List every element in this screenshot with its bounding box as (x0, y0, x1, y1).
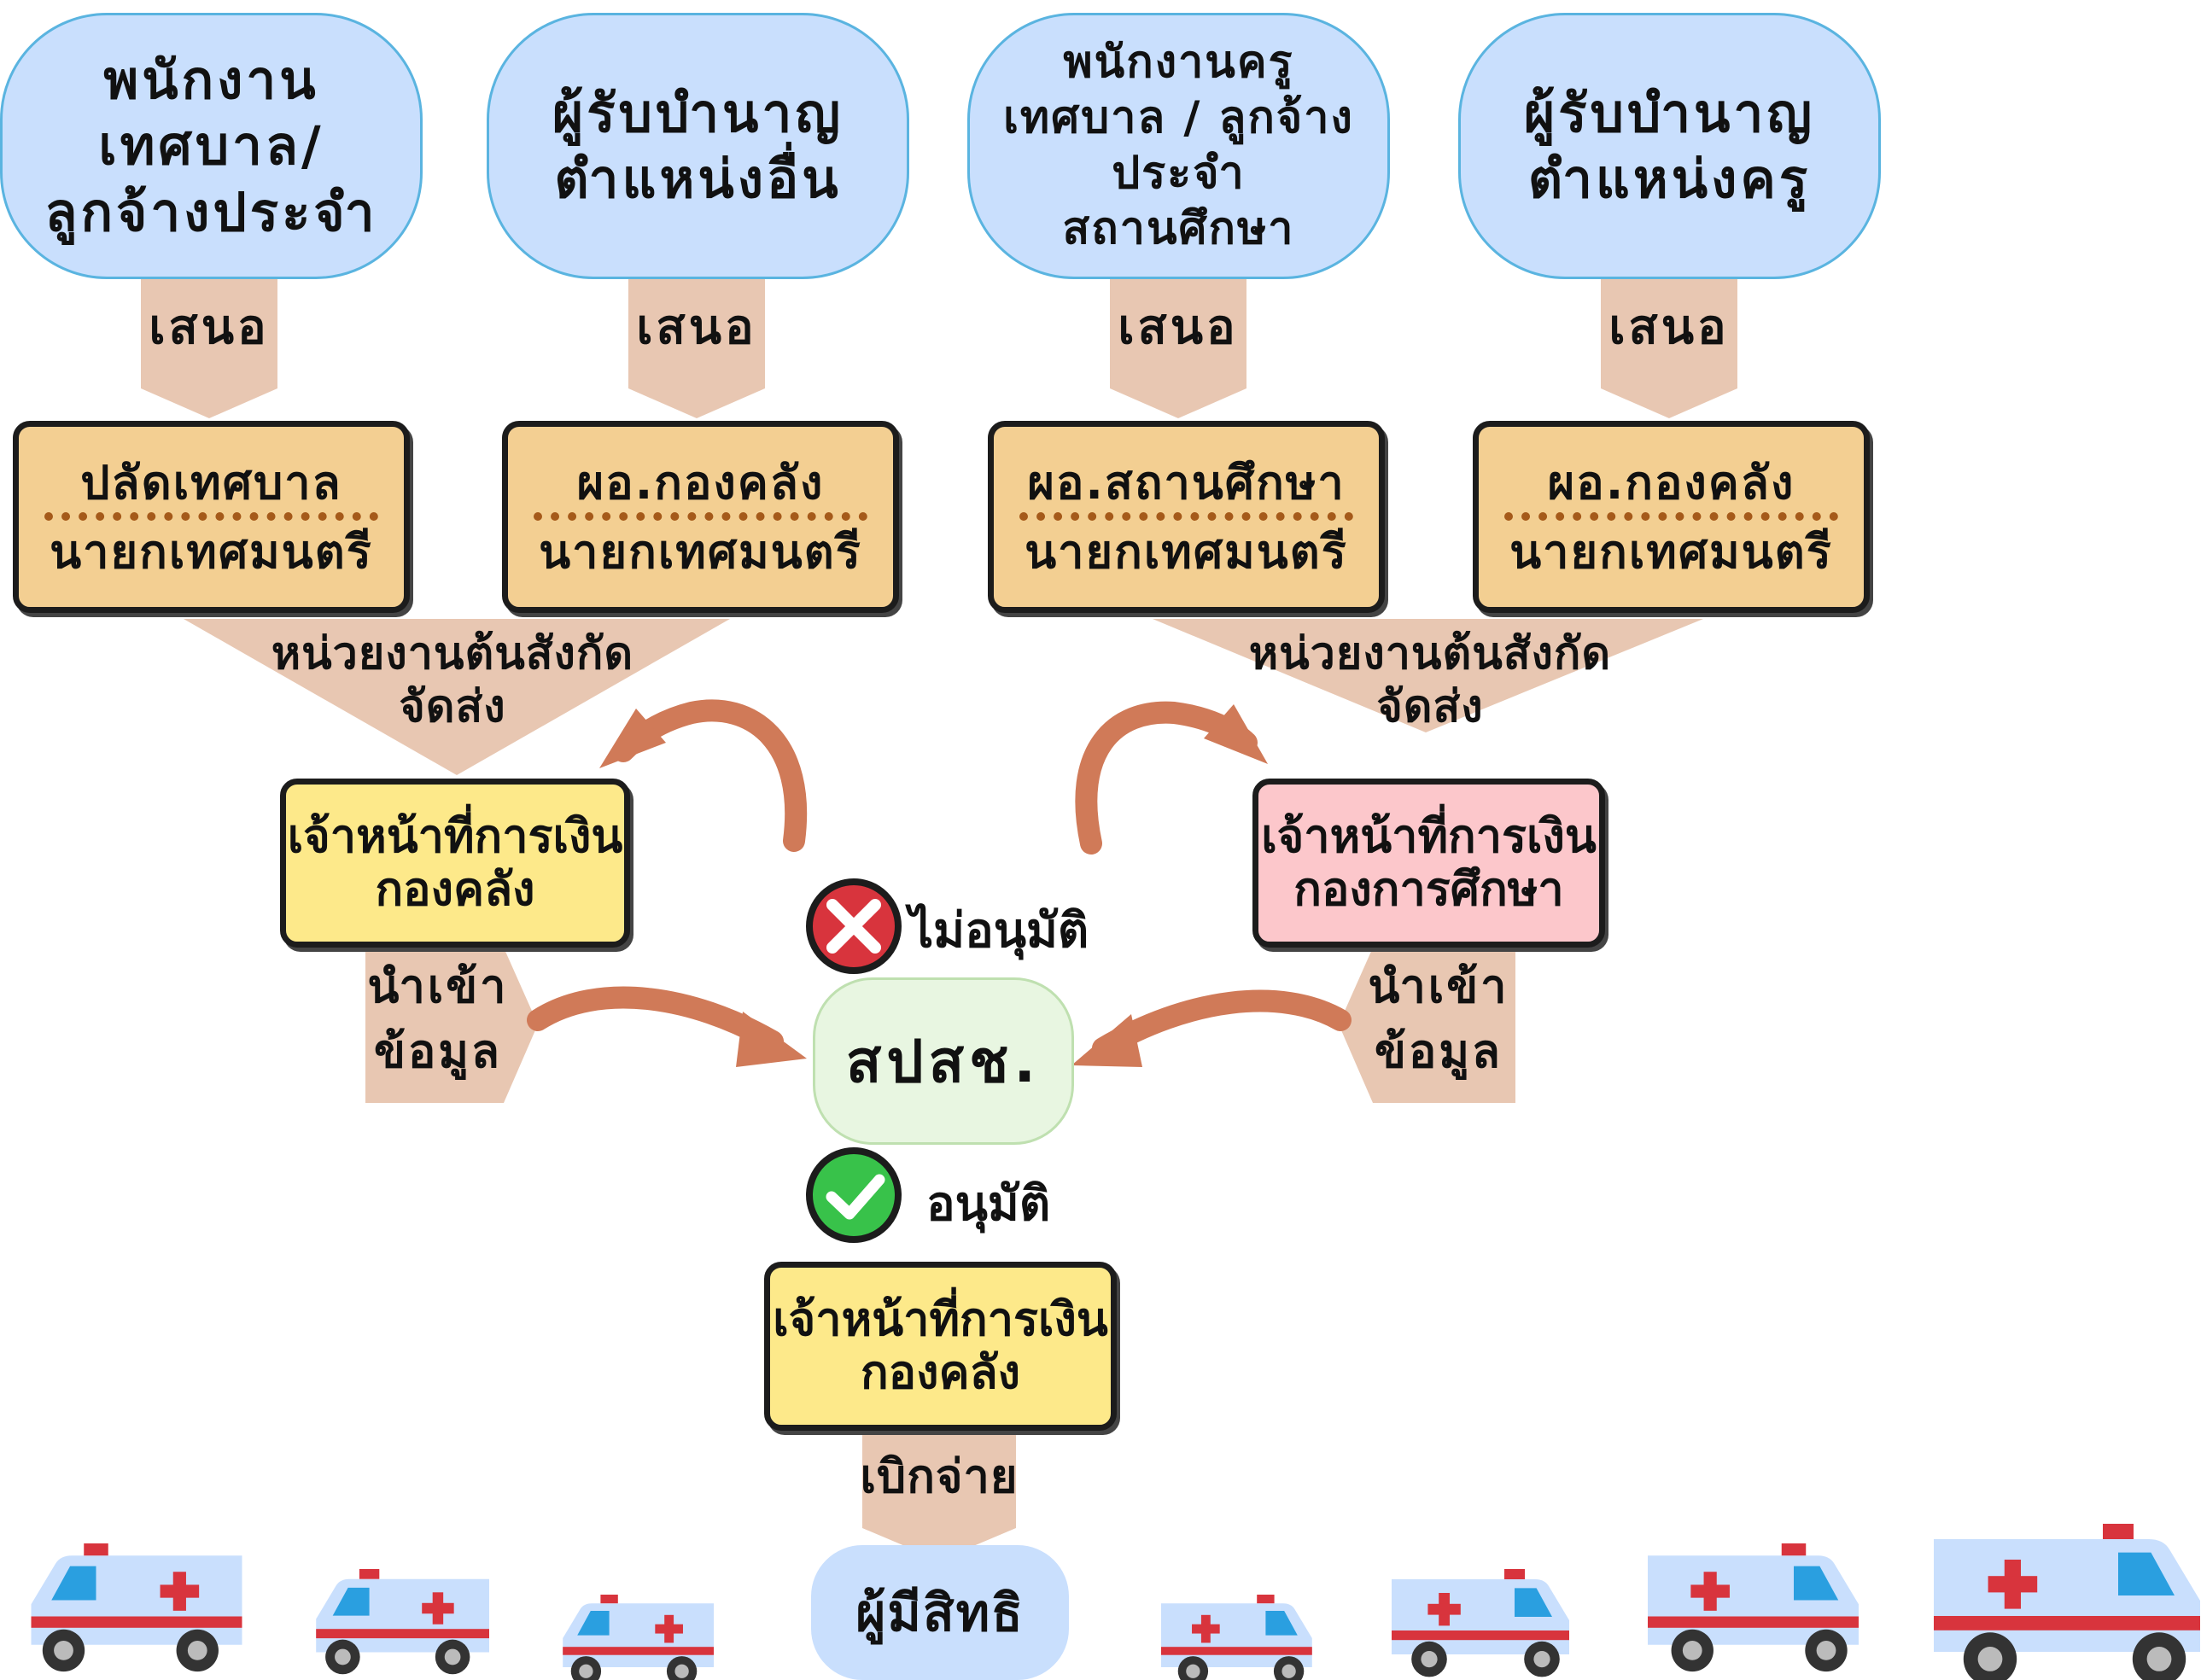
reject-arrowhead-right (1204, 704, 1268, 764)
reject-arrowhead-left (599, 709, 666, 768)
finance-officer-treasury: เจ้าหน้าที่การเงิน กองคลัง (280, 779, 630, 948)
input-arrowhead-right (1071, 1014, 1142, 1067)
approver-box-4: ผอ.กองคลัง นายกเทศมนตรี (1473, 421, 1870, 613)
ambulance-icon (31, 1543, 242, 1672)
approver-box-3: ผอ.สถานศึกษา นายกเทศมนตรี (988, 421, 1385, 613)
approved-label: อนุมัติ (926, 1176, 1051, 1232)
dotted-divider (1019, 512, 1353, 521)
approver-top: ผอ.กองคลัง (576, 456, 825, 510)
send-label-right: หน่วยงานต้นสังกัด จัดส่ง (1248, 628, 1612, 733)
ambulance-icon (1161, 1595, 1312, 1680)
approve-check-icon (806, 1147, 902, 1243)
input-label-right: นำเข้า ข้อมูล (1368, 960, 1509, 1078)
send-label-left: หน่วยงานต้นสังกัด จัดส่ง (271, 628, 634, 733)
dotted-divider (44, 512, 378, 521)
submit-label-4: เสนอ (1608, 300, 1730, 355)
approver-bottom: นายกเทศมนตรี (50, 525, 373, 579)
pay-label: เบิกจ่าย (860, 1450, 1019, 1503)
approver-bottom: นายกเทศมนตรี (539, 525, 862, 579)
reject-x-icon (806, 878, 902, 974)
dotted-divider (1504, 512, 1838, 521)
submit-label-2: เสนอ (636, 300, 757, 355)
finance-officer-education: เจ้าหน้าที่การเงิน กองการศึกษา (1252, 779, 1605, 948)
approver-top: ปลัดเทศบาล (80, 456, 342, 510)
send-funnel-right (1153, 619, 1703, 732)
submit-label-1: เสนอ (149, 300, 270, 355)
input-arrow-left (365, 948, 538, 1103)
input-label-left: นำเข้า ข้อมูล (367, 960, 509, 1078)
approver-box-2: ผอ.กองคลัง นายกเทศมนตรี (502, 421, 899, 613)
beneficiary-node: ผู้มีสิทธิ (811, 1545, 1069, 1680)
ambulance-icon (1648, 1543, 1859, 1672)
input-arrow-right (1339, 948, 1515, 1103)
dotted-divider (534, 512, 867, 521)
finance-officer-disbursement: เจ้าหน้าที่การเงิน กองคลัง (764, 1262, 1117, 1431)
approver-bottom: นายกเทศมนตรี (1509, 525, 1833, 579)
submit-arrow-2 (628, 277, 765, 418)
approver-top: ผอ.กองคลัง (1547, 456, 1795, 510)
submit-arrow-3 (1110, 277, 1246, 418)
source-other-pensioner: ผู้รับบำนาญ ตำแหน่งอื่น (487, 13, 909, 279)
source-teacher-staff: พนักงานครู เทศบาล / ลูกจ้างประจำ สถานศึก… (967, 13, 1390, 279)
nhso-node: สปสช. (813, 977, 1074, 1145)
input-curve-right (1092, 989, 1352, 1059)
pay-arrow (862, 1430, 1016, 1560)
rejected-label: ไม่อนุมัติ (909, 903, 1089, 959)
ambulance-icon (563, 1595, 714, 1680)
approver-bottom: นายกเทศมนตรี (1025, 525, 1348, 579)
ambulance-icon (1934, 1524, 2200, 1680)
submit-arrow-1 (141, 277, 277, 418)
ambulance-icon (316, 1569, 489, 1675)
submit-arrow-4 (1601, 277, 1737, 418)
send-funnel-left (184, 619, 730, 775)
source-teacher-pensioner: ผู้รับบำนาญ ตำแหน่งครู (1458, 13, 1881, 279)
approver-top: ผอ.สถานศึกษา (1027, 456, 1346, 510)
source-municipal-staff: พนักงานเทศบาล/ ลูกจ้างประจำ (0, 13, 423, 279)
input-arrowhead-left (736, 1012, 807, 1067)
ambulance-icon (1392, 1569, 1569, 1677)
input-curve-left (527, 986, 784, 1053)
approver-box-1: ปลัดเทศบาล นายกเทศมนตรี (13, 421, 410, 613)
submit-label-3: เสนอ (1118, 300, 1239, 355)
